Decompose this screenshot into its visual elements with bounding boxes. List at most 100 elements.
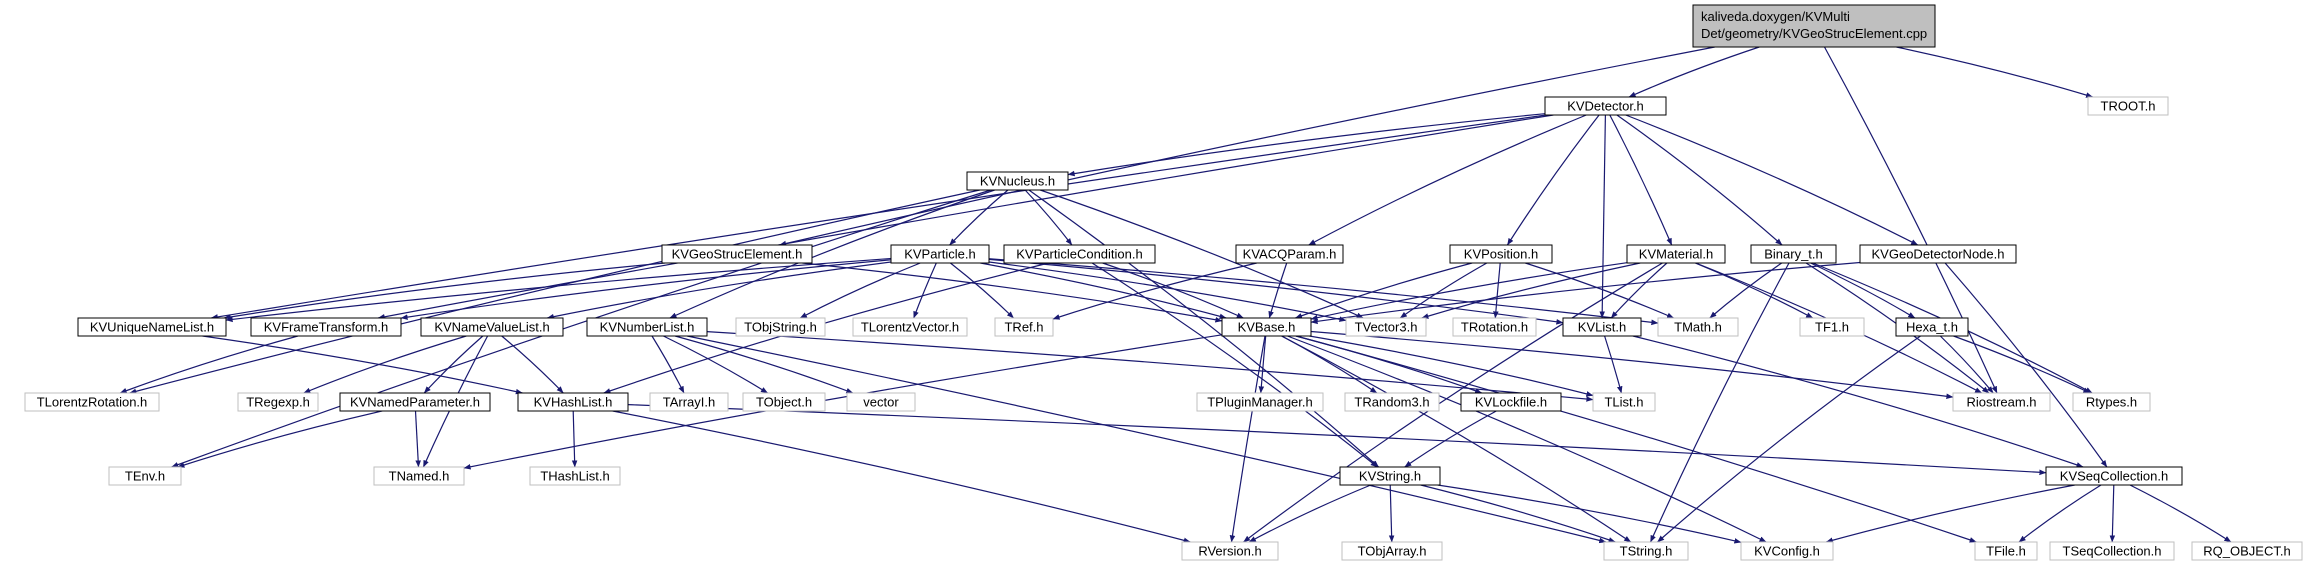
node-kvlist[interactable]: KVList.h [1562,317,1642,337]
node-troot[interactable]: TROOT.h [2087,96,2169,116]
node-box [1196,392,1324,412]
node-kvbase[interactable]: KVBase.h [1221,317,1312,337]
edge-kvgeodetectornode-to-kvbase [1310,261,1861,325]
node-tnamed[interactable]: TNamed.h [373,466,465,486]
node-tfile[interactable]: TFile.h [1974,541,2038,561]
node-kvstring[interactable]: KVString.h [1339,466,1441,486]
edge-root-to-kvdetector [1628,46,1760,98]
edge-kvparticlecondition-to-kvbase [1102,262,1244,319]
node-tref[interactable]: TRef.h [994,317,1054,337]
node-box [1562,317,1642,337]
node-tstring[interactable]: TString.h [1603,541,1689,561]
node-trandom3[interactable]: TRandom3.h [1344,392,1440,412]
edge-kvframetransform-to-tlorentzrotation [119,335,299,394]
node-kvframetransform[interactable]: KVFrameTransform.h [250,317,402,337]
node-label: TMath.h [1674,320,1722,335]
node-vector[interactable]: vector [846,392,916,412]
node-box [250,317,402,337]
node-rversion[interactable]: RVersion.h [1181,541,1279,561]
node-kvnamedparameter[interactable]: KVNamedParameter.h [339,392,491,412]
edge-kvdetector-to-kvuniquenamelist [210,114,1547,320]
node-label: KVNumberList.h [600,320,695,335]
node-label: TObjString.h [744,320,817,335]
edge-kvnamedparameter-to-tnamed [414,410,421,468]
node-kvgeodetectornode[interactable]: KVGeoDetectorNode.h [1859,244,2017,264]
edge-kvbase-to-tlist [1309,335,1594,397]
node-kvdetector[interactable]: KVDetector.h [1544,96,1667,116]
node-tpluginmanager[interactable]: TPluginManager.h [1196,392,1324,412]
node-box [966,171,1069,191]
node-kvparticlecondition[interactable]: KVParticleCondition.h [1003,244,1156,264]
node-tlorentzrotation[interactable]: TLorentzRotation.h [24,392,160,412]
node-kvparticle[interactable]: KVParticle.h [890,244,990,264]
edge-kvnamevaluelist-to-kvnamedparameter [423,335,484,394]
node-label: TROOT.h [2101,99,2156,114]
node-label: KVString.h [1359,469,1421,484]
node-kvuniquenamelist[interactable]: KVUniqueNameList.h [77,317,227,337]
node-rtypes[interactable]: Rtypes.h [2072,392,2151,412]
node-riostream[interactable]: Riostream.h [1952,392,2051,412]
node-kvposition[interactable]: KVPosition.h [1449,244,1553,264]
node-box [373,466,465,486]
node-kvnamevaluelist[interactable]: KVNameValueList.h [420,317,564,337]
node-kvseqcollection[interactable]: KVSeqCollection.h [2045,466,2183,486]
node-binary-t[interactable]: Binary_t.h [1750,244,1837,264]
node-box [1345,317,1427,337]
node-box [1592,392,1656,412]
node-label: TRandom3.h [1354,395,1429,410]
node-tobjstring[interactable]: TObjString.h [735,317,826,337]
node-tlist[interactable]: TList.h [1592,392,1656,412]
node-box [77,317,227,337]
node-box [517,392,629,412]
node-label: KVBase.h [1238,320,1296,335]
edge-binary-t-to-hexa-t [1810,262,1916,319]
edge-kvbase-to-tfile [1296,335,1977,543]
edge-kvparticle-to-kvframetransform [400,259,892,320]
edge-kvlist-to-kvseqcollection [1632,335,2084,468]
node-thashlist[interactable]: THashList.h [529,466,621,486]
node-tseqcollection[interactable]: TSeqCollection.h [2049,541,2175,561]
edge-kvseqcollection-to-rq-object [2129,484,2232,543]
edge-kvparticle-to-tlorentzvector [913,262,937,319]
edge-kvnamevaluelist-to-kvhashlist [501,335,564,394]
edge-kvposition-to-kvbase [1295,262,1473,319]
node-trotation[interactable]: TRotation.h [1452,317,1537,337]
node-label: KVUniqueNameList.h [90,320,214,335]
node-tobject[interactable]: TObject.h [742,392,826,412]
node-rq-object[interactable]: RQ_OBJECT.h [2191,541,2303,561]
node-tvector3[interactable]: TVector3.h [1345,317,1427,337]
node-kvnucleus[interactable]: KVNucleus.h [966,171,1069,191]
node-label: TLorentzVector.h [861,320,959,335]
node-box [1974,541,2038,561]
node-kvconfig[interactable]: KVConfig.h [1740,541,1834,561]
node-label: TSeqCollection.h [2063,544,2162,559]
node-kvlockfile[interactable]: KVLockfile.h [1460,392,1562,412]
node-label: KVDetector.h [1567,99,1644,114]
node-tenv[interactable]: TEnv.h [108,466,182,486]
node-tarrayi[interactable]: TArrayI.h [649,392,729,412]
node-box [2072,392,2151,412]
node-kvhashlist[interactable]: KVHashList.h [517,392,629,412]
node-label: TArrayI.h [663,395,716,410]
node-kvnumberlist[interactable]: KVNumberList.h [586,317,708,337]
node-box [1339,466,1441,486]
node-hexa-t[interactable]: Hexa_t.h [1895,317,1969,337]
node-box [661,244,813,264]
node-tmath[interactable]: TMath.h [1657,317,1739,337]
node-label: KVLockfile.h [1475,395,1547,410]
node-box [1895,317,1969,337]
node-kvmaterial[interactable]: KVMaterial.h [1626,244,1726,264]
node-tobjarray[interactable]: TObjArray.h [1341,541,1443,561]
node-label: Det/geometry/KVGeoStrucElement.cpp [1701,26,1927,41]
node-kvgeostrucelement[interactable]: KVGeoStrucElement.h [661,244,813,264]
node-tregexp[interactable]: TRegexp.h [237,392,319,412]
edge-kvdetector-to-kvframetransform [377,114,1554,320]
node-tlorentzvector[interactable]: TLorentzVector.h [852,317,968,337]
node-box [420,317,564,337]
node-box [852,317,968,337]
node-tf1[interactable]: TF1.h [1799,317,1865,337]
edge-kvlist-to-tlist [1604,335,1623,394]
node-kvacqparam[interactable]: KVACQParam.h [1235,244,1344,264]
node-label: TString.h [1620,544,1673,559]
node-label: TVector3.h [1355,320,1418,335]
